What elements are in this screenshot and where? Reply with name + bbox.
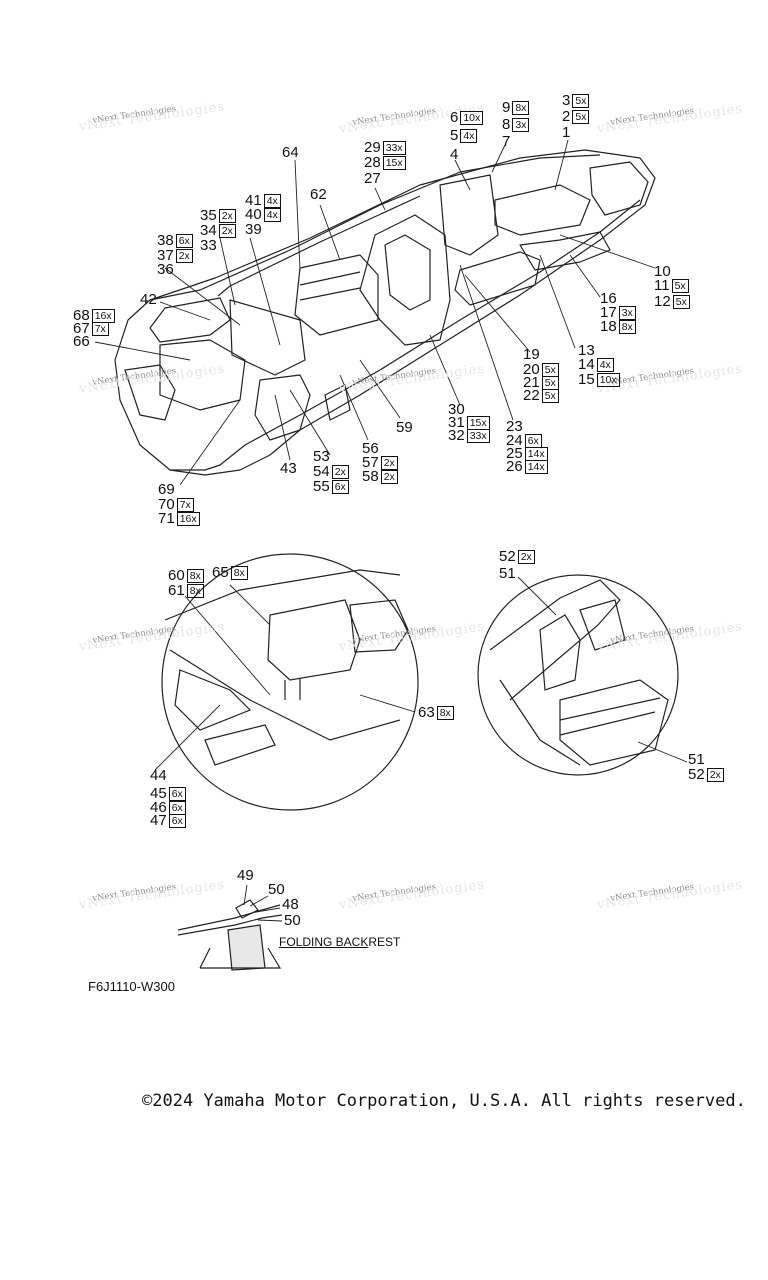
- callout-label: 64: [282, 144, 299, 161]
- callout-label: 13: [578, 342, 595, 359]
- callout-label: 1: [562, 124, 571, 141]
- callout-label: 7: [502, 133, 511, 150]
- callout-label: 53: [313, 448, 330, 465]
- callout-label: 39: [245, 221, 262, 238]
- callout-label: 50: [284, 912, 301, 929]
- diagram-code: F6J1110-W300: [88, 979, 175, 994]
- callout-label: 36: [157, 261, 174, 278]
- callout-label: 43: [280, 460, 297, 477]
- callout-label: 42: [140, 291, 157, 308]
- callout-label: 16: [600, 290, 617, 307]
- callout-label: 56: [362, 440, 379, 457]
- callout-label: 4: [450, 146, 459, 163]
- callout-label: 23: [506, 418, 523, 435]
- backrest-detail: [177, 904, 281, 931]
- callout-label: 27: [364, 170, 381, 187]
- detail-circle-deck: [161, 553, 419, 811]
- callout-label: 50: [268, 881, 285, 898]
- stern-seat: [149, 297, 231, 343]
- hull-outline: [114, 149, 656, 476]
- callout-label: 59: [396, 419, 413, 436]
- helm-console: [359, 214, 451, 346]
- callout-label: 66: [73, 333, 90, 350]
- folding-backrest-label: FOLDING BACKREST: [279, 935, 401, 949]
- callout-label: 30: [448, 401, 465, 418]
- callout-label: 19: [523, 346, 540, 363]
- callout-label: 33: [200, 237, 217, 254]
- callout-label: 69: [158, 481, 175, 498]
- callout-label: 51: [688, 751, 705, 768]
- callout-label: 10: [654, 263, 671, 280]
- callout-label: 44: [150, 767, 167, 784]
- callout-label: 51: [499, 565, 516, 582]
- callout-label: 48: [282, 896, 299, 913]
- callout-label: 49: [237, 867, 254, 884]
- callout-label: 62: [310, 186, 327, 203]
- copyright-notice: ©2024 Yamaha Motor Corporation, U.S.A. A…: [142, 1091, 746, 1111]
- detail-circle-seat: [477, 574, 679, 776]
- bow-seat: [494, 184, 591, 236]
